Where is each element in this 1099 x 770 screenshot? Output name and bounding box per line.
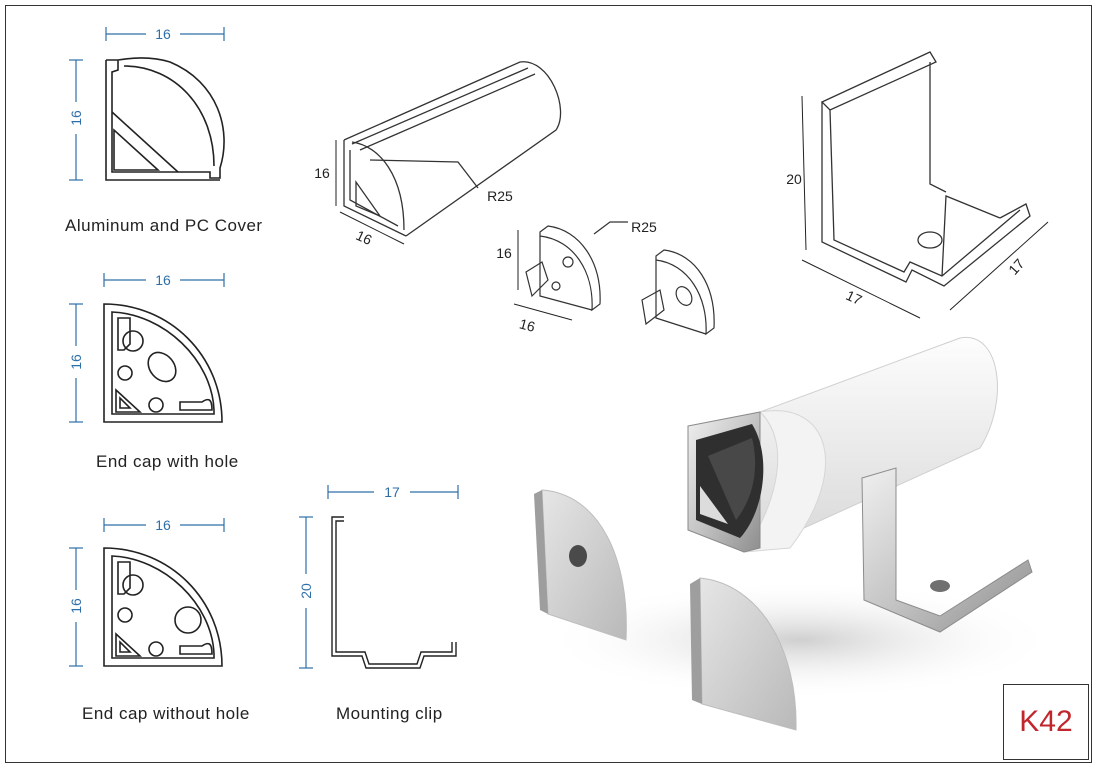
clip-label: Mounting clip bbox=[336, 704, 443, 723]
p3-height-dim: 16 bbox=[68, 598, 84, 614]
profile-cover-drawing bbox=[105, 57, 225, 181]
p3-width-dim: 16 bbox=[155, 517, 171, 533]
iso-clip-depth-dim: 17 bbox=[1005, 255, 1027, 277]
endcap-hole-dimensions bbox=[69, 273, 225, 423]
clip-dimensions bbox=[299, 485, 459, 669]
iso-profile-dimensions bbox=[335, 140, 405, 245]
endcap-nohole-drawing bbox=[103, 547, 223, 667]
clip-height-dim: 20 bbox=[298, 583, 314, 599]
endcap-nohole-dimensions bbox=[69, 518, 225, 667]
model-code: K42 bbox=[1019, 705, 1073, 738]
cap-height-dim: 16 bbox=[496, 245, 512, 261]
iso-clip-dimensions bbox=[801, 95, 1049, 319]
clip-width-dim: 17 bbox=[384, 484, 400, 500]
iso-endcaps-dimensions bbox=[513, 230, 573, 321]
endcap-nohole-label: End cap without hole bbox=[82, 704, 250, 723]
page-frame bbox=[5, 5, 1092, 763]
iso-clip-width-dim: 17 bbox=[844, 287, 865, 308]
p2-width-dim: 16 bbox=[155, 272, 171, 288]
profile-cover-dimensions bbox=[69, 27, 225, 181]
iso-profile-drawing bbox=[343, 61, 562, 237]
iso-clip-height-dim: 20 bbox=[786, 171, 802, 187]
iso-clip-drawing bbox=[820, 51, 1031, 287]
endcap-hole-drawing bbox=[103, 303, 223, 423]
cover-label: Aluminum and PC Cover bbox=[65, 216, 263, 235]
clip-drawing bbox=[331, 516, 457, 669]
iso-depth-dim: 16 bbox=[354, 227, 375, 248]
p2-height-dim: 16 bbox=[68, 354, 84, 370]
iso-endcaps-drawing bbox=[525, 221, 715, 336]
product-render bbox=[534, 336, 1060, 731]
p1-height-dim: 16 bbox=[68, 110, 84, 126]
endcap-hole-label: End cap with hole bbox=[96, 452, 239, 471]
p1-width-dim: 16 bbox=[155, 26, 171, 42]
model-code-badge: K42 bbox=[1003, 684, 1089, 760]
iso-radius-dim: R25 bbox=[487, 188, 513, 204]
cap-width-dim: 16 bbox=[518, 315, 537, 335]
iso-height-dim: 16 bbox=[314, 165, 330, 181]
cap-radius-dim: R25 bbox=[631, 219, 657, 235]
